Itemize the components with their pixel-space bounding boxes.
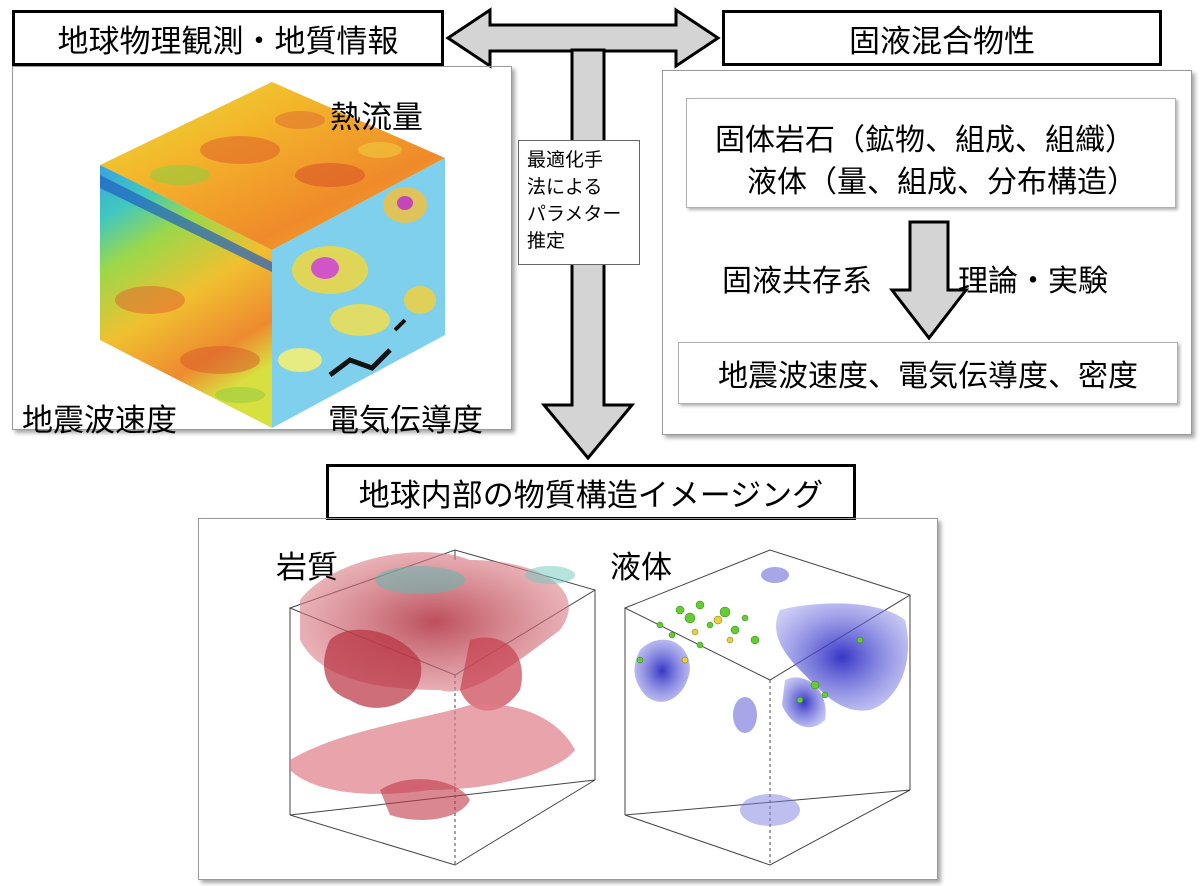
- imaging-panel: [198, 518, 938, 880]
- label-theory-experiment: 理論・実験: [958, 264, 1108, 299]
- geophysics-cube: [100, 82, 445, 428]
- title-imaging: 地球内部の物質構造イメージング: [326, 464, 856, 520]
- double-arrow-horizontal: [445, 7, 721, 69]
- title-mixture: 固液混合物性: [722, 10, 1162, 66]
- note-line-2: 法による: [527, 176, 603, 198]
- down-arrow-mixture: [888, 220, 970, 341]
- title-geophysics: 地球物理観測・地質情報: [12, 10, 444, 66]
- label-solid-liquid-system: 固液共存系: [722, 264, 872, 299]
- optimization-note: 最適化手 法による パラメター 推定: [518, 140, 640, 265]
- label-conductivity: 電気伝導度: [328, 403, 483, 439]
- label-seismic-velocity: 地震波速度: [22, 403, 177, 439]
- solid-liquid-box: 固体岩石（鉱物、組成、組織） 液体（量、組成、分布構造）: [686, 98, 1176, 208]
- geophysics-panel: [12, 66, 512, 430]
- mixture-panel: [662, 70, 1192, 435]
- outputs-box: 地震波速度、電気伝導度、密度: [678, 342, 1178, 404]
- rock-volume-plot: [288, 549, 597, 866]
- label-solid-rock: 固体岩石（鉱物、組成、組織）: [715, 123, 1135, 158]
- note-line-3: パラメター: [527, 203, 622, 225]
- liquid-volume-plot: [623, 549, 912, 866]
- note-line-1: 最適化手: [527, 149, 604, 171]
- label-heat-flow: 熱流量: [330, 100, 423, 136]
- label-liquid: 液体（量、組成、分布構造）: [747, 165, 1137, 200]
- note-line-4: 推定: [527, 230, 566, 252]
- label-outputs: 地震波速度、電気伝導度、密度: [718, 359, 1138, 394]
- label-rock: 岩質: [276, 550, 338, 586]
- label-liquid-volume: 液体: [610, 550, 672, 586]
